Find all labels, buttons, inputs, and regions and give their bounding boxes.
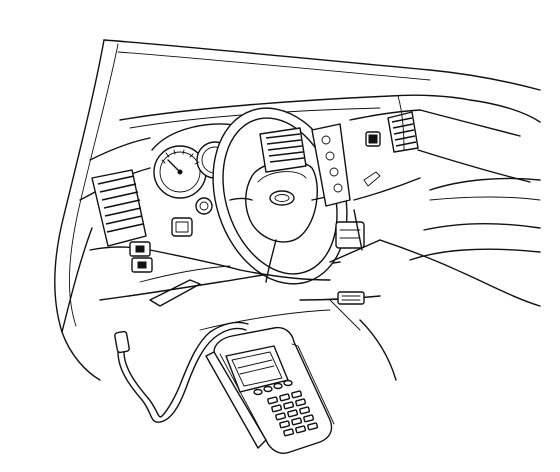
center-air-vent bbox=[259, 127, 307, 173]
left-switch-panel bbox=[129, 241, 153, 273]
steering-wheel bbox=[212, 107, 348, 285]
scan-tool-function-keys bbox=[253, 379, 293, 396]
left-air-vent bbox=[91, 169, 147, 247]
door-frame bbox=[54, 39, 541, 381]
ignition bbox=[171, 197, 213, 237]
scan-tool-keypad bbox=[267, 390, 319, 437]
lower-dash bbox=[199, 239, 397, 381]
diagnostic-cable bbox=[114, 321, 249, 423]
scan-tool bbox=[205, 326, 335, 454]
windshield-line bbox=[119, 94, 541, 129]
dashboard bbox=[79, 137, 541, 331]
passenger-side bbox=[397, 95, 541, 261]
right-air-vent bbox=[349, 109, 421, 251]
